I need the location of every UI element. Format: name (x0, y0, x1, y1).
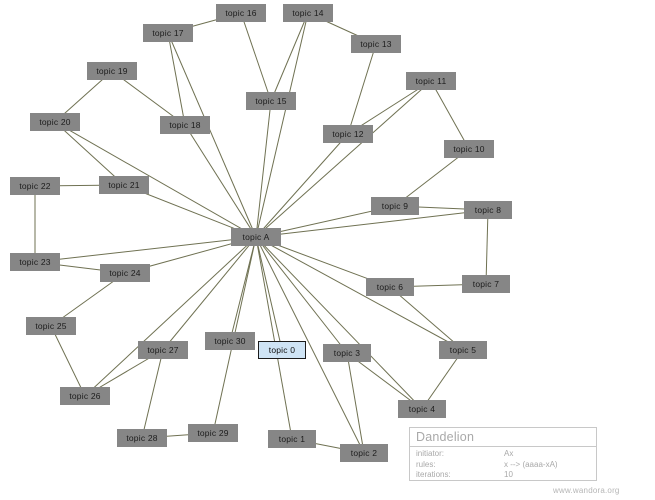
graph-node[interactable]: topic 27 (138, 341, 188, 359)
info-row-key: rules: (416, 459, 436, 469)
graph-node[interactable]: topic 3 (323, 344, 371, 362)
graph-node[interactable]: topic 30 (205, 332, 255, 350)
graph-edge (485, 209, 489, 285)
graph-node[interactable]: topic 28 (117, 429, 167, 447)
graph-edge (34, 236, 257, 263)
graph-node[interactable]: topic 2 (340, 444, 388, 462)
graph-edge (167, 32, 186, 126)
graph-edge (255, 236, 464, 351)
graph-edge (347, 43, 377, 135)
graph-node[interactable]: topic 10 (444, 140, 494, 158)
graph-node[interactable]: topic 17 (143, 24, 193, 42)
graph-node[interactable]: topic 14 (283, 4, 333, 22)
graph-edge (430, 80, 470, 150)
graph-edge (255, 236, 423, 410)
graph-edge (50, 325, 86, 397)
graph-node[interactable]: topic A (231, 228, 281, 246)
info-panel-row: iterations: 10 (416, 470, 596, 480)
graph-edge (84, 236, 257, 397)
graph-node[interactable]: topic 13 (351, 35, 401, 53)
graph-edge (255, 12, 309, 238)
graph-node[interactable]: topic 24 (100, 264, 150, 282)
graph-node[interactable]: topic 4 (398, 400, 446, 418)
graph-edge (255, 209, 489, 238)
graph-node[interactable]: topic 23 (10, 253, 60, 271)
info-row-value: Ax (504, 449, 514, 459)
info-panel-row: initiator: Ax (416, 449, 596, 460)
graph-edge (421, 349, 464, 410)
graph-node[interactable]: topic 22 (10, 177, 60, 195)
graph-edge (255, 80, 432, 238)
graph-node[interactable]: topic 6 (366, 278, 414, 296)
graph-edge (346, 352, 365, 454)
graph-edge (255, 236, 348, 354)
graph-edge (54, 121, 125, 186)
graph-node[interactable]: topic 8 (464, 201, 512, 219)
graph-edge (255, 236, 365, 454)
graph-edge (162, 236, 257, 351)
graph-edge (255, 236, 293, 440)
graph-edge (184, 124, 257, 238)
graph-edge (240, 12, 272, 102)
info-panel-title: Dandelion (410, 428, 596, 448)
graph-node[interactable]: topic 25 (26, 317, 76, 335)
watermark-label: www.wandora.org (553, 486, 620, 495)
graph-node[interactable]: topic 26 (60, 387, 110, 405)
graph-edge (394, 148, 470, 207)
graph-node[interactable]: topic 18 (160, 116, 210, 134)
graph-edge (389, 286, 464, 351)
graph-node[interactable]: topic 21 (99, 176, 149, 194)
info-panel: Dandelion initiator: Ax rules: x --> (aaaa-… (409, 427, 597, 481)
graph-node[interactable]: topic 20 (30, 113, 80, 131)
info-row-value: 10 (504, 470, 513, 480)
graph-edge (141, 349, 164, 439)
graph-node[interactable]: topic 15 (246, 92, 296, 110)
graph-node[interactable]: topic 9 (371, 197, 419, 215)
graph-node[interactable]: topic 5 (439, 341, 487, 359)
graph-edge (270, 12, 309, 102)
graph-edge (255, 236, 283, 351)
graph-node[interactable]: topic 19 (87, 62, 137, 80)
graph-node[interactable]: topic 12 (323, 125, 373, 143)
graph-edge (255, 133, 349, 238)
info-row-key: initiator: (416, 449, 445, 459)
graph-edge (167, 32, 257, 238)
graph-node[interactable]: topic 7 (462, 275, 510, 293)
graph-edge (54, 121, 257, 238)
graph-node[interactable]: topic 11 (406, 72, 456, 90)
info-row-key: iterations: (416, 470, 451, 480)
graph-edge (346, 352, 423, 410)
graph-node[interactable]: topic 1 (268, 430, 316, 448)
info-panel-row: rules: x --> (aaaa-xA) (416, 460, 596, 471)
info-row-value: x --> (aaaa-xA) (504, 459, 558, 469)
graph-node[interactable]: topic 16 (216, 4, 266, 22)
graph-node[interactable]: topic 29 (188, 424, 238, 442)
graph-edge (255, 100, 272, 238)
graph-edge (229, 236, 257, 342)
graph-node[interactable]: topic 0 (258, 341, 306, 359)
